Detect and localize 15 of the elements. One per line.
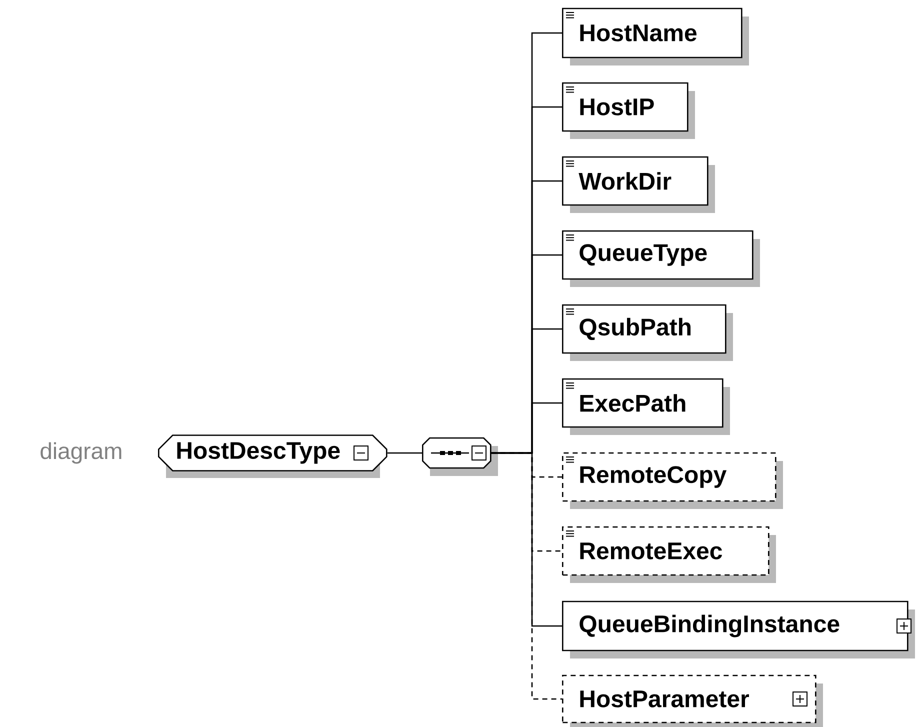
element-box: WorkDir (562, 156, 715, 213)
element-box: QueueBindingInstance (562, 600, 915, 658)
optional-element-box: HostParameter (562, 674, 823, 727)
element-box: QsubPath (562, 304, 733, 361)
connector (387, 452, 422, 454)
element-box: ExecPath (562, 378, 730, 435)
element-box: HostName (562, 8, 749, 66)
element-box: HostIP (562, 82, 695, 139)
optional-element-box: RemoteExec (562, 526, 776, 583)
connector (491, 452, 562, 700)
sequence-compositor (422, 437, 498, 476)
element-box: QueueType (562, 230, 760, 287)
diagram-label: diagram (40, 442, 122, 464)
optional-element-box: RemoteCopy (562, 452, 783, 509)
type-box: HostDescType (158, 434, 388, 478)
